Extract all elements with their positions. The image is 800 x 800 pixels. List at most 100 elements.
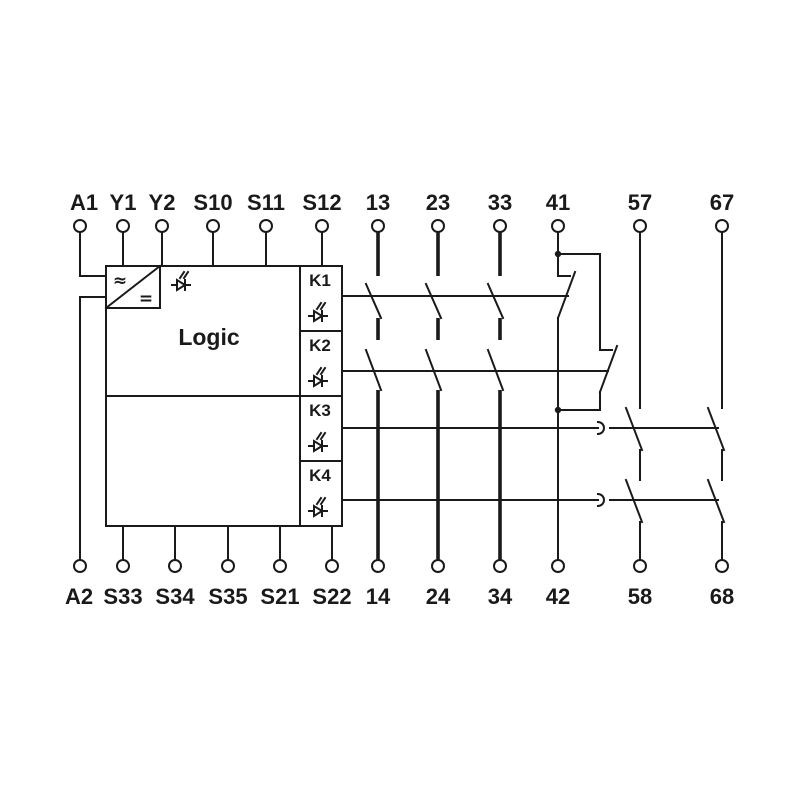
relay-labels: K1 K2 K3 K4 [309, 271, 331, 485]
ac-dc-converter: ≈ = [104, 264, 162, 310]
top-terminal-labels: A1 Y1 Y2 S10 S11 S12 13 23 33 41 57 67 [70, 190, 734, 215]
terminal-13 [371, 219, 385, 233]
terminal-label-s10: S10 [193, 190, 232, 215]
terminal-label-67: 67 [710, 190, 734, 215]
dc-symbol: = [139, 289, 153, 309]
terminal-68 [715, 559, 729, 573]
terminal-label-41: 41 [546, 190, 570, 215]
bottom-terminal-labels: A2 S33 S34 S35 S21 S22 14 24 34 42 58 68 [65, 584, 734, 609]
terminal-label-23: 23 [426, 190, 450, 215]
led-status-symbols [171, 270, 328, 518]
terminal-label-24: 24 [426, 584, 451, 609]
module-box: Logic [105, 265, 343, 527]
terminal-label-68: 68 [710, 584, 734, 609]
led-k1-icon [308, 301, 328, 323]
contact-13-k2-blade [364, 348, 383, 392]
terminal-label-14: 14 [366, 584, 391, 609]
relay-actuator-lines [341, 295, 719, 508]
terminal-a1 [73, 219, 87, 233]
ac-symbol: ≈ [113, 271, 127, 291]
relay-label-k1: K1 [309, 271, 331, 290]
terminal-label-33: 33 [488, 190, 512, 215]
terminal-57 [633, 219, 647, 233]
terminal-label-s21: S21 [260, 584, 299, 609]
contact-57-k3-blade [624, 406, 644, 452]
converter-outline [105, 265, 161, 309]
contacts-no-23-24 [424, 232, 443, 560]
relay-label-k3: K3 [309, 401, 331, 420]
terminal-s33 [116, 559, 130, 573]
contact-23-k1-blade [424, 282, 443, 320]
terminal-s10 [206, 219, 220, 233]
terminals-top [73, 219, 729, 233]
contact-13-k1-blade [364, 282, 383, 320]
terminal-label-s35: S35 [208, 584, 247, 609]
led-power-icon [171, 270, 191, 292]
crossover-k4 [596, 492, 605, 508]
contact-41-k2-blade [598, 344, 619, 394]
relay-label-k2: K2 [309, 336, 331, 355]
input-wiring-bottom [79, 296, 333, 561]
terminal-67 [715, 219, 729, 233]
junction-dot-upper [554, 250, 562, 258]
terminal-label-a2: A2 [65, 584, 93, 609]
terminal-33 [493, 219, 507, 233]
terminal-label-y2: Y2 [149, 190, 176, 215]
contact-nc-41-42 [554, 231, 619, 561]
terminal-label-s22: S22 [312, 584, 351, 609]
terminal-s35 [221, 559, 235, 573]
terminal-24 [431, 559, 445, 573]
terminal-label-58: 58 [628, 584, 652, 609]
relay-label-k4: K4 [309, 466, 331, 485]
contact-67-k4-blade [706, 478, 726, 524]
contact-57-k4-blade [624, 478, 644, 524]
terminal-label-s34: S34 [155, 584, 195, 609]
terminal-label-34: 34 [488, 584, 513, 609]
terminal-58 [633, 559, 647, 573]
led-k2-icon [308, 366, 328, 388]
contacts-no-33-34 [486, 232, 505, 560]
terminal-label-s11: S11 [247, 190, 285, 215]
contact-no-57-58 [624, 231, 644, 561]
terminal-label-42: 42 [546, 584, 570, 609]
converter-diagonal [104, 264, 162, 310]
logic-label: Logic [178, 324, 240, 350]
contact-41-bypass-top [557, 253, 601, 351]
terminal-s12 [315, 219, 329, 233]
input-wiring-top [79, 231, 323, 277]
contact-23-k2-blade [424, 348, 443, 392]
terminals-bottom [73, 559, 729, 573]
terminal-42 [551, 559, 565, 573]
contacts-no-13-14 [364, 232, 383, 560]
crossover-k3 [596, 420, 605, 436]
contact-41-bypass-bottom [557, 391, 601, 411]
contact-33-k2-blade [486, 348, 505, 392]
terminal-label-57: 57 [628, 190, 652, 215]
terminal-a2 [73, 559, 87, 573]
terminal-label-y1: Y1 [110, 190, 137, 215]
terminal-34 [493, 559, 507, 573]
terminal-y1 [116, 219, 130, 233]
contact-67-k3-blade [706, 406, 726, 452]
led-k3-icon [308, 431, 328, 453]
terminal-label-13: 13 [366, 190, 390, 215]
terminal-y2 [155, 219, 169, 233]
wire-a2 [79, 296, 107, 561]
terminal-s22 [325, 559, 339, 573]
junction-dot-lower [554, 406, 562, 414]
led-k4-icon [308, 496, 328, 518]
terminal-s34 [168, 559, 182, 573]
terminal-label-s12: S12 [302, 190, 341, 215]
contact-no-67-68 [706, 231, 726, 561]
terminal-s11 [259, 219, 273, 233]
contact-33-k1-blade [486, 282, 505, 320]
terminal-label-a1: A1 [70, 190, 98, 215]
terminal-s21 [273, 559, 287, 573]
terminal-41 [551, 219, 565, 233]
wire-a1 [79, 231, 107, 277]
terminal-14 [371, 559, 385, 573]
terminal-23 [431, 219, 445, 233]
terminal-label-s33: S33 [103, 584, 142, 609]
contact-41-k1-blade [556, 270, 577, 320]
